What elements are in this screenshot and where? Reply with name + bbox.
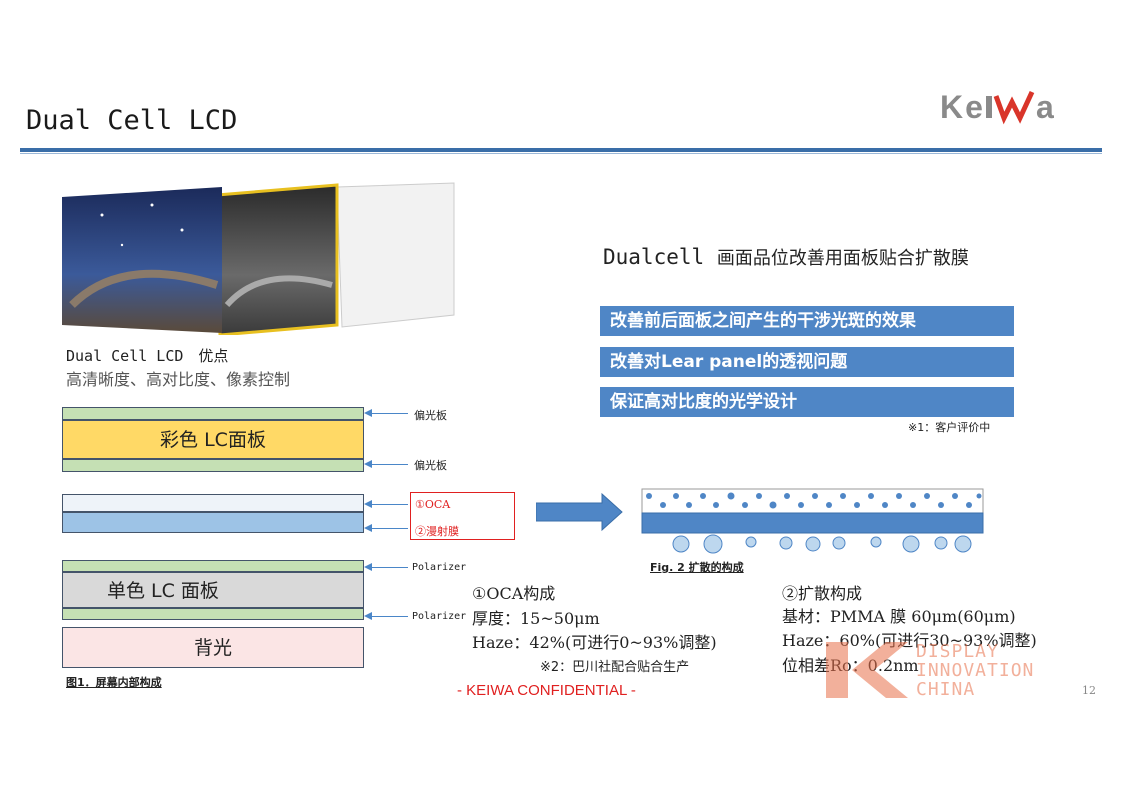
watermark-logo-icon — [826, 642, 908, 698]
arrow-line — [370, 528, 408, 529]
color-lc-panel-label: 彩色 LC面板 — [160, 429, 266, 451]
headline-latin: Dualcell — [603, 245, 705, 269]
display-innovation-china-watermark: DISPLAY INNOVATION CHINA — [826, 642, 1058, 702]
benefit-3: 保证高对比度的光学设计 — [600, 387, 1014, 417]
polarizer-mid — [62, 459, 364, 472]
fig2-caption: Fig. 2 扩散的构成 — [650, 561, 744, 574]
oca-layer — [62, 494, 364, 512]
confidential-label: - KEIWA CONFIDENTIAL - — [457, 682, 636, 699]
arrow-line — [370, 567, 408, 568]
panel-illustration — [62, 175, 462, 337]
header-rule — [20, 148, 1102, 152]
benefit-2: 改善对Lear panel的透视问题 — [600, 347, 1014, 377]
diffusion-layer — [62, 512, 364, 533]
polarizer-cn-label-1: 偏光板 — [414, 409, 447, 422]
arrow-line — [370, 504, 408, 505]
polarizer-cn-label-2: 偏光板 — [414, 459, 447, 472]
polarizer-en-label-1: Polarizer — [412, 562, 467, 573]
watermark-line-3: CHINA — [916, 679, 976, 700]
block-arrow — [535, 492, 626, 536]
arrow-head — [364, 524, 372, 532]
polarizer-bottom — [62, 608, 364, 620]
arrow-line — [370, 464, 408, 465]
backlight-layer: 背光 — [62, 627, 364, 668]
arrow-head — [364, 500, 372, 508]
intro-subtext: 高清晰度、高对比度、像素控制 — [66, 370, 291, 389]
polarizer-en-label-2: Polarizer — [412, 611, 467, 622]
polarizer-lower — [62, 560, 364, 572]
arrow-line — [370, 413, 408, 414]
diffusion-structure-figure — [641, 488, 986, 562]
header-rule-thin — [20, 153, 1102, 154]
oca-spec-thickness: 厚度：15~50μm — [472, 609, 600, 628]
page-title: Dual Cell LCD — [26, 105, 238, 136]
note-2: ※2：巴川社配合贴合生产 — [540, 660, 690, 675]
polarizer-top — [62, 407, 364, 420]
color-lc-panel: 彩色 LC面板 — [62, 420, 364, 459]
oca-label: ①OCA — [415, 498, 451, 511]
arrow-head — [364, 612, 372, 620]
page-number: 12 — [1082, 684, 1096, 697]
mono-lc-panel: 单色 LC 面板 — [62, 572, 364, 608]
arrow-head — [364, 563, 372, 571]
diffusion-spec-title: ②扩散构成 — [782, 584, 863, 603]
oca-diffusion-callout: ①OCA ②漫射膜 — [410, 492, 515, 540]
fig1-caption: 图1．屏幕内部构成 — [66, 676, 162, 689]
watermark-line-2: INNOVATION — [916, 660, 1035, 681]
intro-heading: Dual Cell LCD 优点 — [66, 347, 229, 365]
svg-text:Ke: Ke — [940, 89, 985, 125]
benefit-1: 改善前后面板之间产生的干涉光斑的效果 — [600, 306, 1014, 336]
oca-spec-haze: Haze：42%(可进行0~93%调整) — [472, 633, 717, 652]
right-headline: Dualcell 画面品位改善用面板贴合扩散膜 — [603, 244, 969, 270]
keiwa-logo: Ke a — [940, 88, 1100, 137]
arrow-head — [364, 409, 372, 417]
note-1: ※1：客户评价中 — [908, 421, 991, 434]
diffusion-label: ②漫射膜 — [415, 525, 459, 538]
mono-lc-panel-label: 单色 LC 面板 — [107, 580, 219, 602]
diffusion-spec-base: 基材：PMMA 膜 60μm(60μm) — [782, 607, 1016, 626]
svg-text:a: a — [1036, 89, 1056, 125]
arrow-head — [364, 460, 372, 468]
keiwa-logo-mark: Ke a — [940, 89, 1056, 125]
headline-cn: 画面品位改善用面板贴合扩散膜 — [716, 248, 969, 269]
oca-spec-title: ①OCA构成 — [472, 584, 556, 603]
backlight-label: 背光 — [193, 637, 232, 659]
arrow-line — [370, 616, 408, 617]
watermark-line-1: DISPLAY — [916, 641, 999, 662]
